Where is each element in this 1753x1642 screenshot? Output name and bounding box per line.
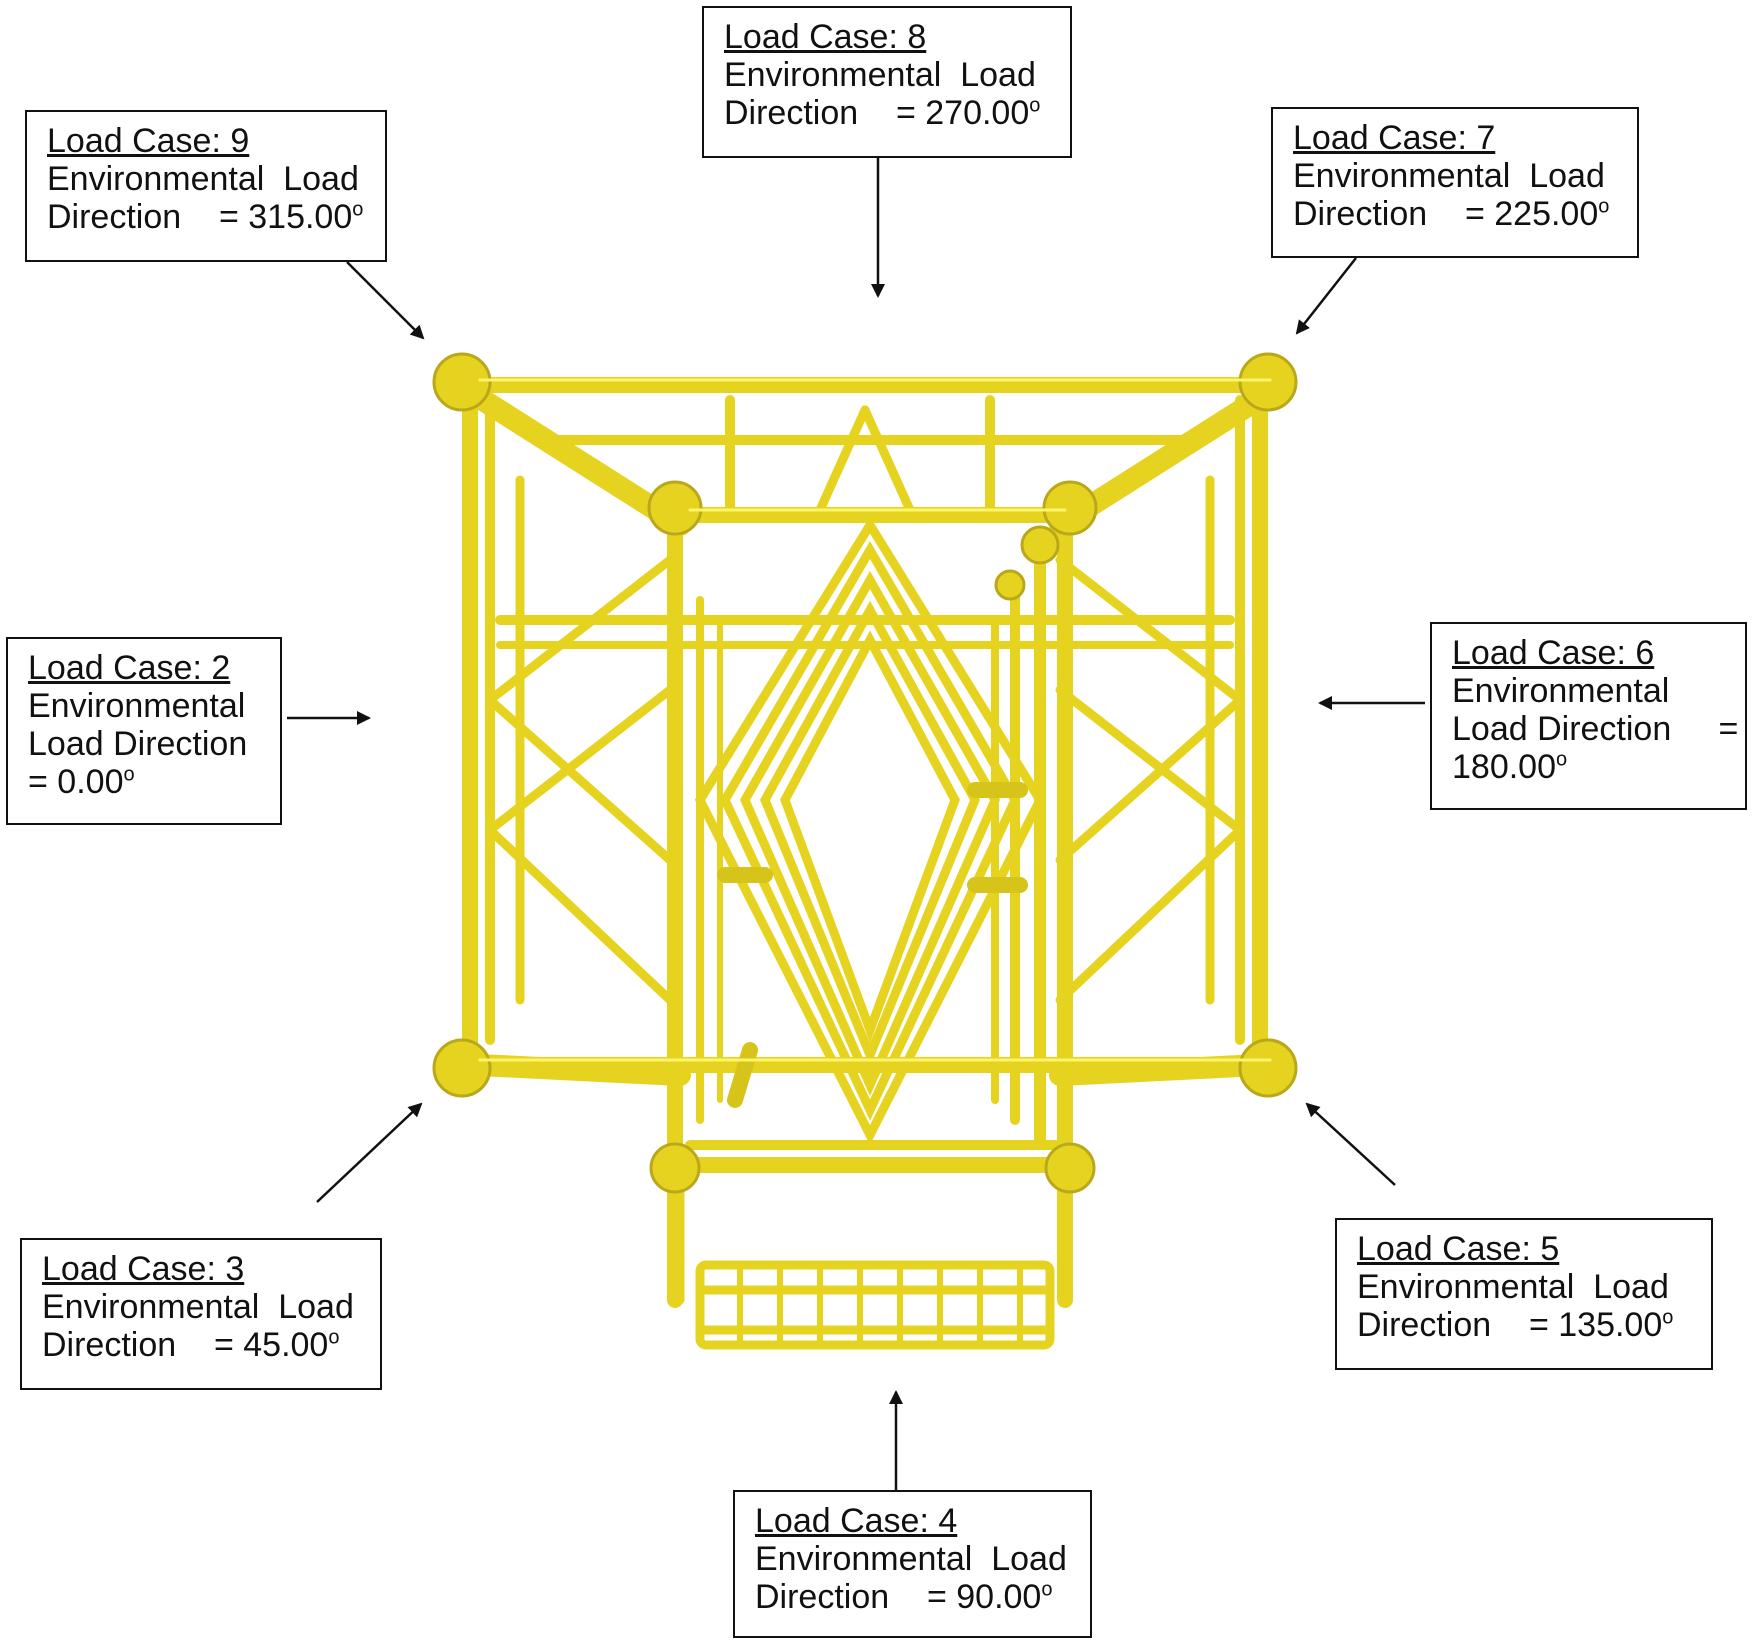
- outer-posts: [485, 395, 1245, 1045]
- load-case-8-box: Load Case: 8 Environmental Load Directio…: [702, 6, 1072, 158]
- load-case-2-line2: Load Direction: [28, 725, 248, 763]
- load-case-5-title: Load Case: 5: [1357, 1230, 1560, 1268]
- jacket-structure: [432, 352, 1298, 1350]
- load-case-5-box: Load Case: 5 Environmental Load Directio…: [1335, 1218, 1713, 1370]
- load-case-3-line1: Environmental Load: [42, 1288, 354, 1326]
- load-case-6-line1: Environmental: [1452, 672, 1670, 710]
- load-arrows: [287, 158, 1425, 1490]
- load-case-5-line1: Environmental Load: [1357, 1268, 1669, 1306]
- highlights: [478, 378, 1272, 1062]
- load-case-2-direction: = 0.00o: [28, 763, 135, 801]
- load-case-8-direction: Direction = 270.00o: [724, 94, 1041, 132]
- load-case-3-title: Load Case: 3: [42, 1250, 245, 1288]
- member-stubs: [717, 782, 1028, 1108]
- arrow-lc3: [316, 1102, 423, 1203]
- arrow-lc5: [1305, 1102, 1396, 1186]
- load-case-6-title: Load Case: 6: [1452, 634, 1655, 672]
- load-case-5-direction: Direction = 135.00o: [1357, 1306, 1674, 1344]
- load-case-9-title: Load Case: 9: [47, 122, 250, 160]
- load-case-8-title: Load Case: 8: [724, 18, 927, 56]
- load-case-6-direction: 180.00o: [1452, 748, 1568, 786]
- load-case-6-line2: Load Direction =: [1452, 710, 1739, 748]
- diamond-bracing: [694, 516, 1046, 1145]
- load-case-8-line1: Environmental Load: [724, 56, 1036, 94]
- load-case-7-line1: Environmental Load: [1293, 157, 1605, 195]
- diagonal-legs: [464, 384, 1276, 1086]
- load-case-7-box: Load Case: 7 Environmental Load Directio…: [1271, 107, 1639, 258]
- load-case-9-direction: Direction = 315.00o: [47, 198, 364, 236]
- load-case-9-line1: Environmental Load: [47, 160, 359, 198]
- inner-frame: [667, 507, 1078, 1308]
- load-case-2-title: Load Case: 2: [28, 649, 231, 687]
- load-case-7-title: Load Case: 7: [1293, 119, 1496, 157]
- arrow-lc7: [1295, 257, 1357, 335]
- load-case-4-direction: Direction = 90.00o: [755, 1578, 1053, 1616]
- outer-frame: [462, 377, 1278, 1073]
- load-case-3-direction: Direction = 45.00o: [42, 1326, 340, 1364]
- leg-nodes: [432, 352, 1298, 1194]
- outer-bracing: [485, 405, 1245, 1005]
- load-case-7-direction: Direction = 225.00o: [1293, 195, 1610, 233]
- load-case-2-box: Load Case: 2 Environmental Load Directio…: [6, 637, 282, 825]
- load-case-4-line1: Environmental Load: [755, 1540, 1067, 1578]
- load-case-4-box: Load Case: 4 Environmental Load Directio…: [733, 1490, 1092, 1638]
- bottom-platform: [675, 1170, 1070, 1350]
- load-case-9-box: Load Case: 9 Environmental Load Directio…: [25, 110, 387, 262]
- load-case-6-box: Load Case: 6 Environmental Load Directio…: [1430, 622, 1747, 810]
- arrow-lc9: [346, 261, 425, 340]
- load-case-2-line1: Environmental: [28, 687, 246, 725]
- load-case-4-title: Load Case: 4: [755, 1502, 958, 1540]
- load-case-3-box: Load Case: 3 Environmental Load Directio…: [20, 1238, 382, 1390]
